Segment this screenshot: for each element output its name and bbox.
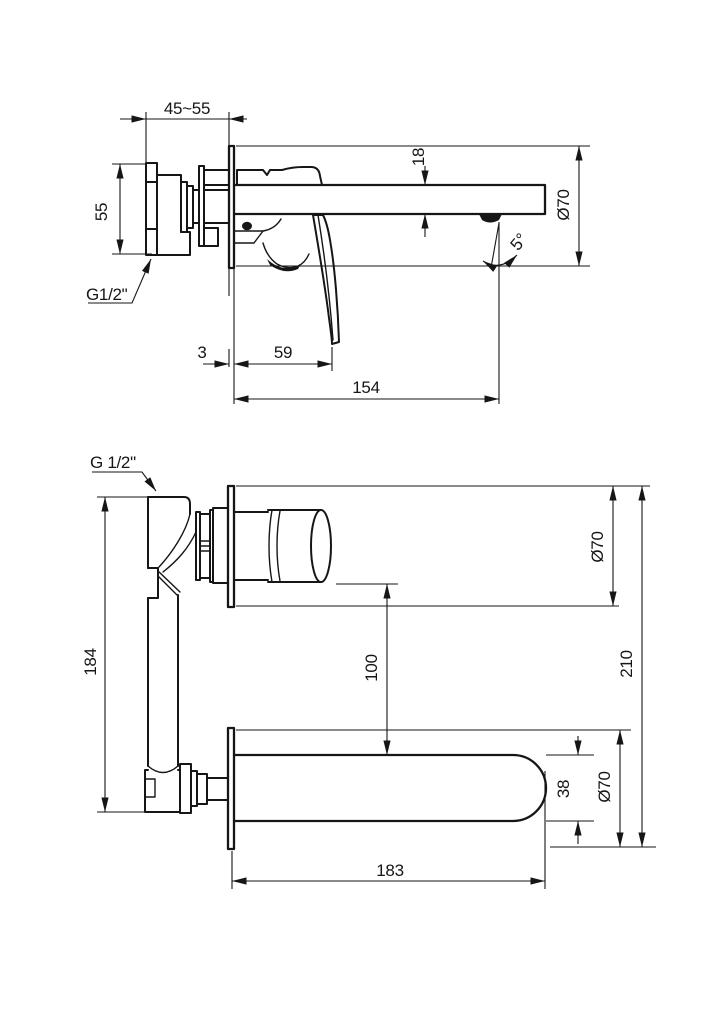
front-view-faucet (144, 484, 548, 851)
front-view-dimensions: G 1/2" 184 100 Ø70 210 Ø70 38 183 (81, 453, 656, 889)
mid-sleeve (203, 189, 230, 224)
handle-sleeve (233, 511, 269, 581)
supply-pipe (147, 594, 179, 767)
dim-plate-thickness: 3 (197, 343, 206, 362)
body-curves (158, 513, 197, 573)
spout-side (232, 183, 547, 216)
wall-plate (227, 144, 236, 270)
handle-cylinder (267, 509, 321, 583)
dim-spray-angle: 5° (507, 230, 532, 254)
connector-notch (145, 778, 156, 798)
lever-handle (312, 214, 340, 345)
connector-step (190, 770, 198, 807)
connector-stem (196, 773, 229, 805)
dim-spout-reach: 154 (352, 378, 379, 397)
dim-drop-to-spout: 100 (362, 654, 381, 681)
side-view-faucet (145, 144, 547, 345)
dim-escutcheon-dia-side: Ø70 (554, 189, 573, 220)
dim-valve-escutcheon-dia: Ø70 (588, 531, 607, 562)
body-tab (147, 567, 159, 599)
dim-lever-offset: 59 (274, 343, 292, 362)
dim-spout-height: 38 (554, 780, 573, 798)
screw-dot (242, 221, 252, 231)
handle-top (236, 166, 323, 186)
dim-body-height: 55 (92, 203, 111, 221)
dim-spout-profile: 18 (409, 148, 428, 166)
lower-sleeve-block (203, 227, 219, 247)
lever-contour (317, 214, 334, 341)
connector-flange (179, 763, 192, 814)
dim-spout-length: 183 (376, 861, 403, 880)
thread-ticks (200, 540, 210, 552)
dim-overall-height: 210 (617, 650, 636, 677)
upper-sleeve (203, 169, 230, 186)
lower-step (233, 230, 264, 244)
boss-shadow (267, 259, 301, 272)
dim-spout-escutcheon-dia: Ø70 (595, 771, 614, 802)
valve-boss (262, 242, 310, 269)
lower-escutcheon (233, 218, 282, 232)
side-view-dimensions: 45~55 55 G1/2" 18 Ø70 5° 3 59 154 (86, 99, 590, 404)
dim-body-length: 184 (81, 648, 100, 675)
thread-label-side: G1/2" (86, 285, 128, 304)
dim-depth-range: 45~55 (164, 99, 210, 118)
thread-label-front: G 1/2" (90, 453, 136, 472)
body-top (147, 496, 191, 515)
handle-ring-arcs (268, 509, 281, 583)
handle-end-cap (310, 509, 332, 583)
spout-wall-plate (226, 726, 236, 851)
spout-front (232, 753, 548, 823)
cartridge-stack (180, 181, 200, 233)
body-diagonals (157, 570, 181, 596)
connector-block (144, 769, 181, 813)
valve-body-block (156, 174, 191, 256)
valve-wall-plate (226, 484, 236, 609)
pipe-saddle (147, 765, 179, 774)
valve-body-back-plate (145, 162, 158, 256)
aerator (479, 214, 502, 223)
